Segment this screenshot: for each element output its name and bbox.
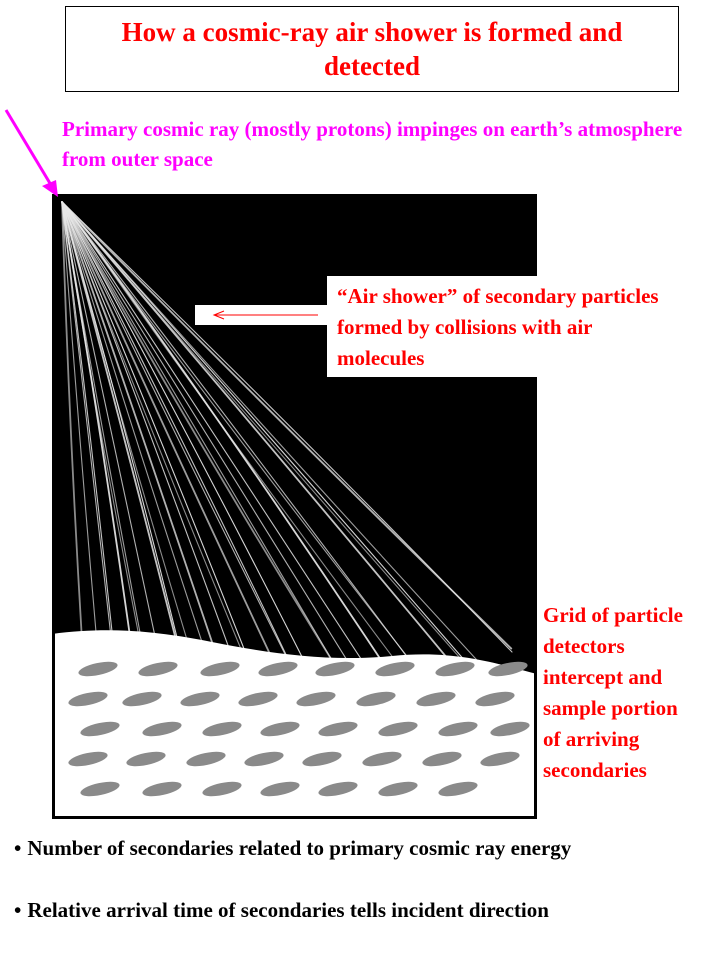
detector — [126, 751, 166, 767]
primary-arrow-shaft — [4, 109, 56, 191]
shower-track — [61, 201, 360, 708]
detector — [186, 751, 226, 767]
detector — [375, 661, 415, 677]
detector — [318, 781, 358, 797]
detector — [378, 781, 418, 797]
bullet-text-energy: Number of secondaries related to primary… — [27, 836, 572, 860]
detector — [435, 661, 475, 677]
detector — [80, 721, 120, 737]
detector — [202, 781, 242, 797]
detector — [302, 751, 342, 767]
shower-track — [61, 201, 321, 726]
detector — [438, 781, 478, 797]
title-box: How a cosmic-ray air shower is formed an… — [65, 6, 679, 92]
detector — [260, 721, 300, 737]
detector — [318, 721, 358, 737]
primary-ray-label: Primary cosmic ray (mostly protons) impi… — [62, 117, 683, 171]
shower-track — [61, 201, 398, 715]
detector — [490, 721, 530, 737]
detector — [315, 661, 355, 677]
bullet-list: •Number of secondaries related to primar… — [14, 832, 720, 956]
shower-track — [61, 201, 475, 675]
detector — [80, 781, 120, 797]
detector — [180, 691, 220, 707]
detector — [138, 661, 178, 677]
detector — [68, 751, 108, 767]
detector — [142, 781, 182, 797]
detector — [260, 781, 300, 797]
detector — [362, 751, 402, 767]
shower-track — [61, 201, 513, 653]
shower-track — [61, 201, 303, 723]
shower-track — [61, 201, 437, 696]
bullet-text-direction: Relative arrival time of secondaries tel… — [27, 898, 549, 922]
bullet-item: •Relative arrival time of secondaries te… — [14, 898, 549, 922]
shower-track — [61, 201, 417, 689]
detector — [475, 691, 515, 707]
shower-track — [61, 201, 360, 704]
detector — [244, 751, 284, 767]
detector — [438, 721, 478, 737]
shower-track — [61, 201, 322, 729]
detector — [238, 691, 278, 707]
air-shower-label: “Air shower” of secondary particles form… — [327, 276, 682, 377]
bullet-item: •Number of secondaries related to primar… — [14, 836, 572, 860]
detector — [416, 691, 456, 707]
detector — [356, 691, 396, 707]
detector — [296, 691, 336, 707]
detector — [78, 661, 118, 677]
diagram-title: How a cosmic-ray air shower is formed an… — [121, 17, 623, 81]
detector — [122, 691, 162, 707]
detector-grid-label: Grid of particle detectors intercept and… — [543, 603, 683, 782]
detector — [200, 661, 240, 677]
detector — [480, 751, 520, 767]
shower-track — [61, 201, 379, 711]
detector — [68, 691, 108, 707]
detector — [422, 751, 462, 767]
detector-grid — [68, 661, 530, 797]
detector — [142, 721, 182, 737]
detector — [258, 661, 298, 677]
shower-track — [61, 201, 494, 678]
detector — [378, 721, 418, 737]
detector — [488, 661, 528, 677]
detector — [202, 721, 242, 737]
